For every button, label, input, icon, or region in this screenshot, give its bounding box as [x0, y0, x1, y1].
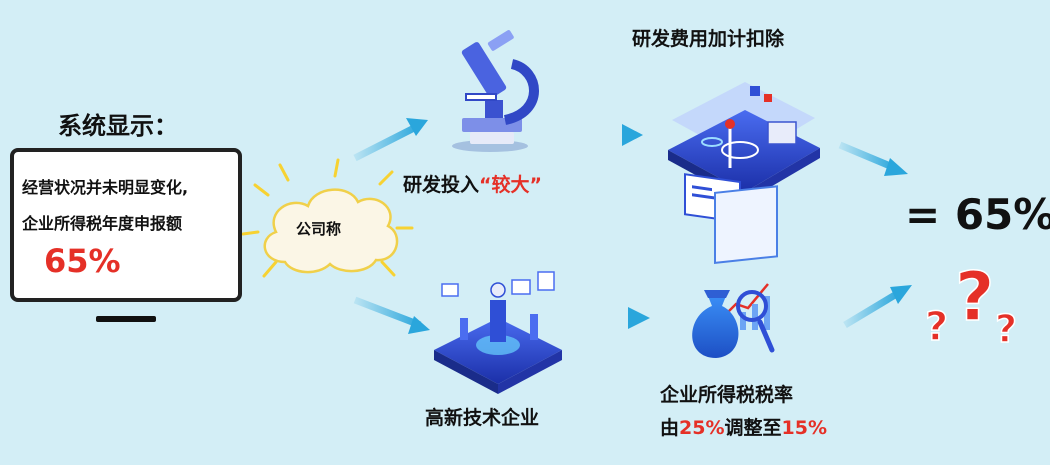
question-marks-icon: ? ? ? — [924, 257, 1018, 352]
rd-input-label: 研发投入“较大” — [403, 170, 542, 197]
microscope-icon — [452, 30, 539, 152]
arrow-cloud-to-hightech — [353, 296, 430, 334]
tax-rate-line-2: 由25%调整至15% — [660, 413, 827, 440]
rd-input-prefix: 研发投入 — [403, 174, 480, 196]
svg-text:?: ? — [955, 258, 994, 337]
svg-text:?: ? — [995, 307, 1017, 351]
arrow-cloud-to-rd — [353, 118, 428, 162]
arrow-deduction-to-result — [838, 141, 908, 176]
cloud-label: 公司称 — [296, 220, 342, 238]
money-bag-chart-illustration — [692, 185, 778, 358]
arrow-rd-to-deduction — [565, 124, 643, 146]
system-title: 系统显示： — [58, 112, 178, 140]
tax-rate-to: 15% — [781, 417, 827, 439]
high-tech-label: 高新技术企业 — [425, 407, 540, 429]
rd-platform-illustration — [668, 82, 820, 224]
tax-rate-mid: 调整至 — [724, 417, 782, 439]
tax-rate-line-1: 企业所得税税率 — [660, 384, 794, 406]
tax-rate-from: 25% — [679, 417, 725, 439]
arrow-hightech-to-taxrate — [570, 307, 650, 329]
svg-text:?: ? — [925, 304, 948, 350]
result-value: = 65% — [905, 190, 1050, 239]
arrow-taxrate-to-result — [843, 285, 912, 329]
cloud-shape — [241, 158, 414, 278]
tax-rate-pre: 由 — [660, 417, 680, 439]
monitor-panel: 经营状况并未明显变化, 企业所得税年度申报额 65% — [10, 148, 242, 302]
hightech-platform-illustration — [434, 271, 562, 394]
monitor-stand — [96, 316, 156, 322]
monitor-line-1: 经营状况并未明显变化, — [22, 178, 189, 197]
monitor-line-2: 企业所得税年度申报额 — [22, 214, 183, 233]
rd-input-quote: “较大” — [479, 174, 542, 196]
rd-deduction-label: 研发费用加计扣除 — [632, 28, 785, 50]
monitor-percent: 65% — [44, 242, 121, 280]
